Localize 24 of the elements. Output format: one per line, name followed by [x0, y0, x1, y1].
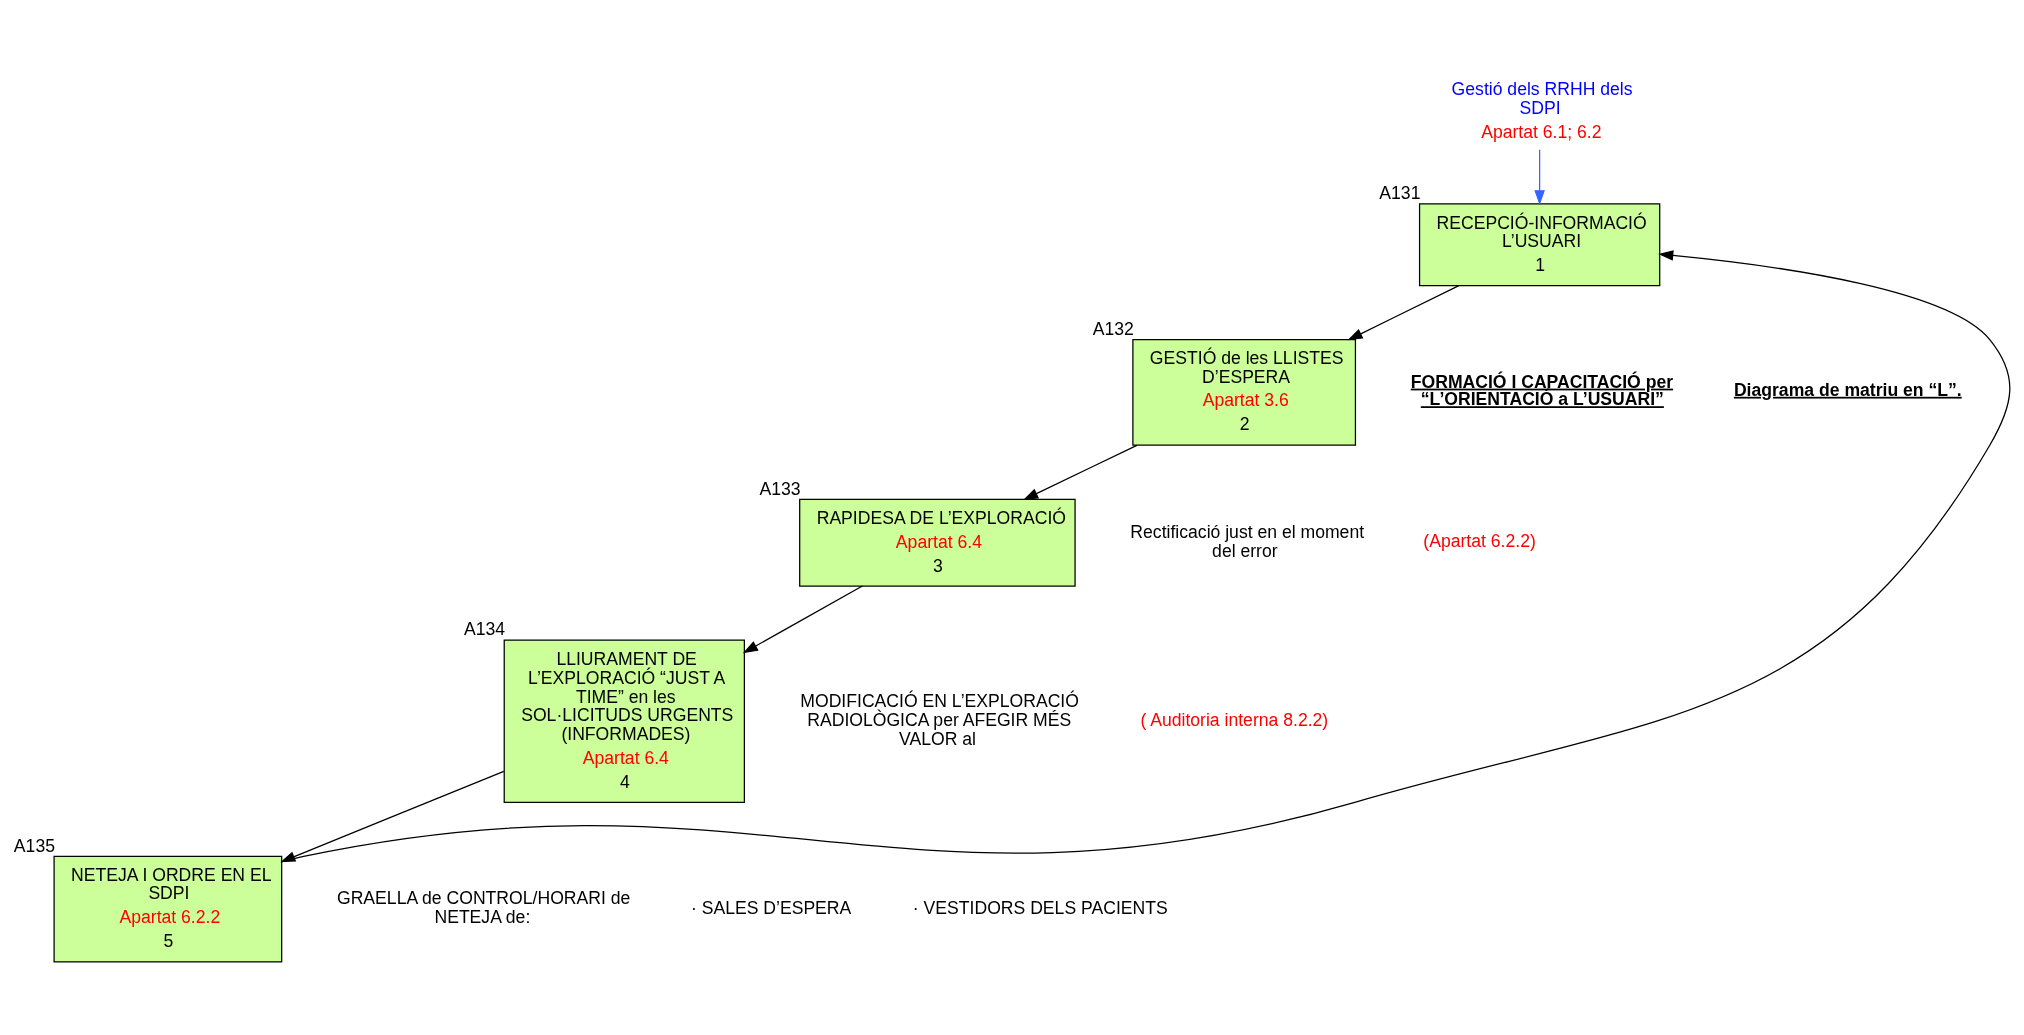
- node-label: A135: [13, 835, 55, 856]
- arrow: [1534, 149, 1545, 206]
- node-label: A133: [759, 478, 801, 499]
- node-box: LLIURAMENT DE L’EXPLORACIÓ “JUST A TIME” en les SOL·LICITUDS URGENTS (INFORMADES) Apartat 6.4 4: [503, 639, 745, 803]
- label: · VESTIDORS DELS PACIENTS: [912, 897, 1168, 918]
- label: FORMACIÓ I CAPACITACIÓ per “L’ORIENTACIÓ a L’USUARI”: [1410, 371, 1674, 410]
- label: Rectificació just en el moment del error: [1130, 521, 1365, 561]
- label: Diagrama de matriu en “L”.: [1733, 379, 1962, 400]
- node-box: RECEPCIÓ-INFORMACIÓ L’USUARI 1: [1418, 203, 1661, 287]
- arrow: [1347, 284, 1460, 341]
- node-label: A132: [1092, 318, 1134, 339]
- label: · SALES D’ESPERA: [690, 897, 852, 918]
- node-box: NETEJA I ORDRE EN EL SDPI Apartat 6.2.2 5: [53, 855, 283, 963]
- node-label: A134: [463, 619, 506, 640]
- label: ( Auditoria interna 8.2.2): [1140, 709, 1329, 730]
- arrow: [1023, 444, 1138, 501]
- node-text: Gestió dels RRHH dels SDPI Apartat 6.1; 6.2: [1451, 79, 1633, 143]
- node-label: A131: [1379, 183, 1421, 204]
- label: MODIFICACIÓ EN L’EXPLORACIÓ RADIOLÒGICA per AFEGIR MÉS VALOR al: [800, 690, 1079, 749]
- node-box: GESTIÓ de les LLISTES D’ESPERA Apartat 3.6 2: [1132, 338, 1357, 446]
- label: (Apartat 6.2.2): [1423, 531, 1536, 552]
- label: GRAELLA de CONTROL/HORARI de NETEJA de:: [337, 888, 631, 928]
- node-box: RAPIDESA DE L’EXPLORACIÓ Apartat 6.4 3: [799, 498, 1076, 587]
- arrow: [742, 585, 863, 654]
